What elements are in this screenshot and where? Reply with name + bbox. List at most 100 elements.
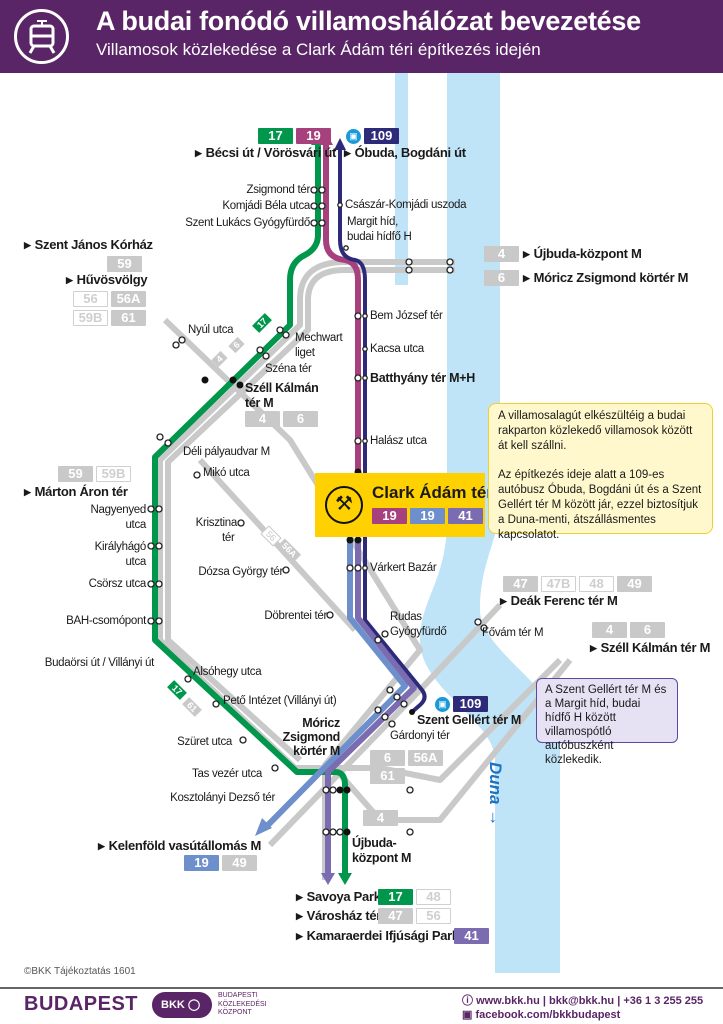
station-label: Döbrentei tér <box>264 610 327 622</box>
station-label: Zsigmond tér <box>246 184 310 196</box>
station-label: liget <box>295 347 315 359</box>
tram-icon <box>14 9 69 64</box>
contact-info: ⓘ www.bkk.hu | bkk@bkk.hu | +36 1 3 255 … <box>462 994 703 1022</box>
destination-moricz-top: Móricz Zsigmond körtér M <box>523 270 689 285</box>
station-label: Széna tér <box>265 363 312 375</box>
station-label: utca <box>125 556 146 568</box>
copyright: ©BKK Tájékoztatás 1601 <box>24 966 136 977</box>
station-label: Dózsa György tér <box>198 566 283 578</box>
route-badge-109: 109 <box>453 696 488 712</box>
station-label: tér <box>222 532 235 544</box>
footer-divider <box>0 987 723 989</box>
route-badge: 6 <box>630 622 665 638</box>
station-label: BAH-csomópont <box>66 615 146 627</box>
station-label: Szüret utca <box>177 736 232 748</box>
route-badge: 6 <box>484 270 519 286</box>
route-badges-ujbuda-top: 4 <box>484 246 519 262</box>
route-badges-obuda: 109 <box>364 128 399 144</box>
station-label: Kacsa utca <box>370 343 424 355</box>
line-17 <box>152 145 348 875</box>
clark-adam-ter-label: Clark Ádám tér <box>372 483 493 502</box>
callout-text: A villamosalagút elkészültéig a budai ra… <box>498 410 693 452</box>
route-badge: 61 <box>370 768 405 784</box>
station-label: Budaörsi út / Villányi út <box>44 657 155 669</box>
route-badge: 61 <box>111 310 146 326</box>
route-badge: 59B <box>96 466 131 482</box>
bus-109-arrow <box>334 138 346 150</box>
route-badge: 109 <box>453 696 488 712</box>
route-badge: 6 <box>283 411 318 427</box>
bus-icon: ▣ <box>346 129 361 144</box>
page-title: A budai fonódó villamoshálózat bevezetés… <box>96 6 641 36</box>
station-label: Várkert Bazár <box>370 562 437 574</box>
route-badges-szent-janos: 59 <box>107 256 142 272</box>
station-label: Gyógyfürdő <box>390 626 447 638</box>
page-subtitle: Villamosok közlekedése a Clark Ádám téri… <box>96 40 541 59</box>
station-label: budai hídfő H <box>347 231 412 243</box>
destination-ujbuda-top: Újbuda-központ M <box>523 246 642 261</box>
route-badge: 56A <box>408 750 443 766</box>
station-label: Császár-Komjádi uszoda <box>345 199 467 211</box>
station-label: Szent Lukács Gyógyfürdő <box>185 217 310 229</box>
route-badge: 17 <box>378 889 413 905</box>
route-badge: 59 <box>58 466 93 482</box>
budapest-logo: BUDAPEST <box>24 993 138 1016</box>
route-badges-moricz-2: 61 <box>370 768 405 784</box>
line-19-south <box>262 540 408 831</box>
station-label: körtér M <box>293 744 340 758</box>
route-badge: 4 <box>245 411 280 427</box>
destination-varoshaz: Városház tér <box>296 908 382 923</box>
station-label: Margit híd, <box>347 216 399 228</box>
bkk-sub-line: KÖZPONT <box>218 1009 252 1016</box>
station-label: Krisztina <box>195 517 238 529</box>
route-badge: 4 <box>484 246 519 262</box>
station-label: Komjádi Béla utca <box>222 200 310 212</box>
bus-109 <box>338 150 427 714</box>
info-callout-109: A Szent Gellért tér M és a Margit híd, b… <box>536 678 678 766</box>
route-badge: 49 <box>222 855 257 871</box>
station-label: Bem József tér <box>370 310 443 322</box>
route-badge: 48 <box>579 576 614 592</box>
line-41 <box>325 540 417 875</box>
destination-savoya: Savoya Park <box>296 889 381 904</box>
route-badge: 6 <box>370 750 405 766</box>
route-badge: 19 <box>410 508 445 524</box>
bkk-logo-text: BKK <box>161 999 185 1011</box>
station-label: Újbuda- <box>352 836 397 850</box>
river-label: Duna → <box>486 762 505 827</box>
facebook-link[interactable]: facebook.com/bkkbudapest <box>475 1009 621 1021</box>
station-label: Széll Kálmán <box>245 381 319 395</box>
destination-obuda: Óbuda, Bogdáni út <box>344 145 466 160</box>
budapest-logo-text: BUDAPEST <box>24 993 139 1015</box>
contact-line[interactable]: www.bkk.hu | bkk@bkk.hu | +36 1 3 255 25… <box>476 995 704 1007</box>
station-label: Királyhágó <box>94 541 147 553</box>
station-label: utca <box>125 519 146 531</box>
route-badge: 49 <box>617 576 652 592</box>
line-19 <box>323 145 361 472</box>
route-badge: 4 <box>363 810 398 826</box>
route-badge: 56 <box>416 908 451 924</box>
route-badge: 59B <box>73 310 108 326</box>
bkk-sub-line: KÖZLEKEDÉSI <box>218 1000 267 1008</box>
bkk-sub-line: BUDAPESTI <box>218 992 258 999</box>
line-17-arrow-south <box>338 873 352 885</box>
callout-text: Az építkezés ideje alatt a 109-es autóbu… <box>498 469 702 541</box>
station-label: Szent Gellért tér M <box>417 713 522 727</box>
facebook-icon: ▣ <box>462 1009 476 1021</box>
route-badge: 17 <box>258 128 293 144</box>
route-badge: 4 <box>592 622 627 638</box>
destination-kamaraerdei: Kamaraerdei Ifjúsági Park <box>296 928 460 943</box>
route-badge: 109 <box>364 128 399 144</box>
route-badge: 59 <box>107 256 142 272</box>
route-badge: 47 <box>378 908 413 924</box>
route-badge: 41 <box>454 928 489 944</box>
station-label: tér M <box>245 396 274 410</box>
